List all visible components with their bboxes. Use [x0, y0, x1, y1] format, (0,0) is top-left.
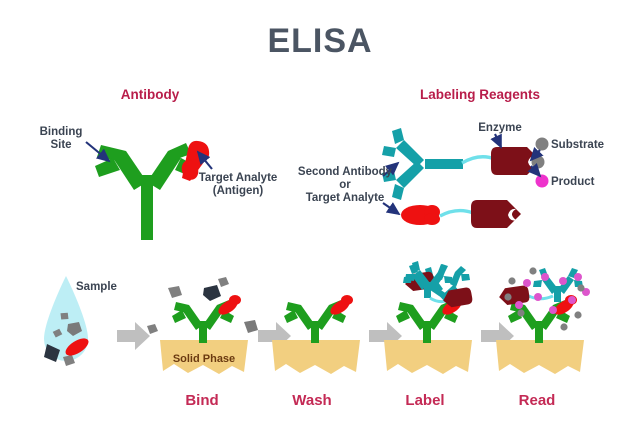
linker-upper	[461, 155, 496, 165]
enzyme-arrow	[490, 133, 502, 149]
target-analyte-arrow	[196, 150, 213, 170]
labeling-reagents-illustration	[382, 128, 549, 228]
flow-arrow-1	[117, 322, 150, 350]
antibody-illustration	[85, 140, 213, 240]
page-title: ELISA	[267, 22, 373, 60]
label-second-antibody-line1: Second Antibody	[297, 166, 393, 178]
label-enzyme: Enzyme	[478, 122, 522, 134]
step-label-illustration	[384, 261, 473, 374]
step-label-read: Read	[518, 392, 556, 409]
sample-particle-dark	[44, 344, 60, 362]
binding-site-arrow	[85, 141, 111, 163]
label-substrate: Substrate	[551, 139, 605, 151]
section-heading-labeling-reagents: Labeling Reagents	[419, 87, 541, 102]
label-second-antibody-line2: or	[339, 179, 351, 192]
section-heading-antibody: Antibody	[120, 87, 180, 102]
label-sample: Sample	[76, 281, 117, 293]
step-wash-illustration	[272, 295, 360, 374]
sample-antigen	[65, 338, 89, 356]
second-antibody-arrow	[382, 161, 400, 177]
sample-droplet	[44, 276, 89, 366]
antibody-stem	[141, 175, 153, 240]
substrate-arrow	[529, 147, 544, 162]
step-label-label: Label	[405, 392, 445, 409]
product-dot	[535, 174, 549, 188]
labeled-antibody-top	[403, 264, 473, 308]
step-label-bind: Bind	[185, 392, 219, 409]
label-target-analyte: Target Analyte (Antigen)	[183, 172, 293, 198]
solid-phase-bind	[160, 340, 248, 374]
enzyme-lower	[471, 200, 521, 228]
step-bind-illustration	[147, 277, 258, 374]
label-solid-phase: Solid Phase	[172, 353, 236, 365]
label-target-analyte-line2: (Antigen)	[212, 185, 264, 198]
label-second-antibody-line3: Target Analyte	[305, 192, 385, 205]
step-read-illustration	[496, 267, 590, 374]
solid-phase-wash	[272, 340, 360, 374]
solid-phase-read	[496, 340, 584, 374]
step-label-wash: Wash	[292, 392, 332, 409]
solid-phase-label	[384, 340, 472, 374]
analyte-reagent	[401, 205, 440, 225]
label-second-antibody-or-target-analyte: Second Antibody or Target Analyte	[295, 166, 395, 206]
target-analyte-reagent-arrow	[382, 202, 401, 216]
label-target-analyte-line1: Target Analyte	[198, 172, 278, 184]
label-binding-site-line1: Binding	[39, 126, 83, 138]
product-arrow	[527, 163, 542, 178]
substrate-dot	[535, 137, 549, 151]
antibody-left-arm	[95, 145, 147, 190]
label-product: Product	[551, 176, 595, 188]
label-binding-site-line2: Site	[50, 139, 72, 152]
label-binding-site: Binding Site	[26, 126, 96, 152]
linker-lower	[439, 208, 474, 218]
